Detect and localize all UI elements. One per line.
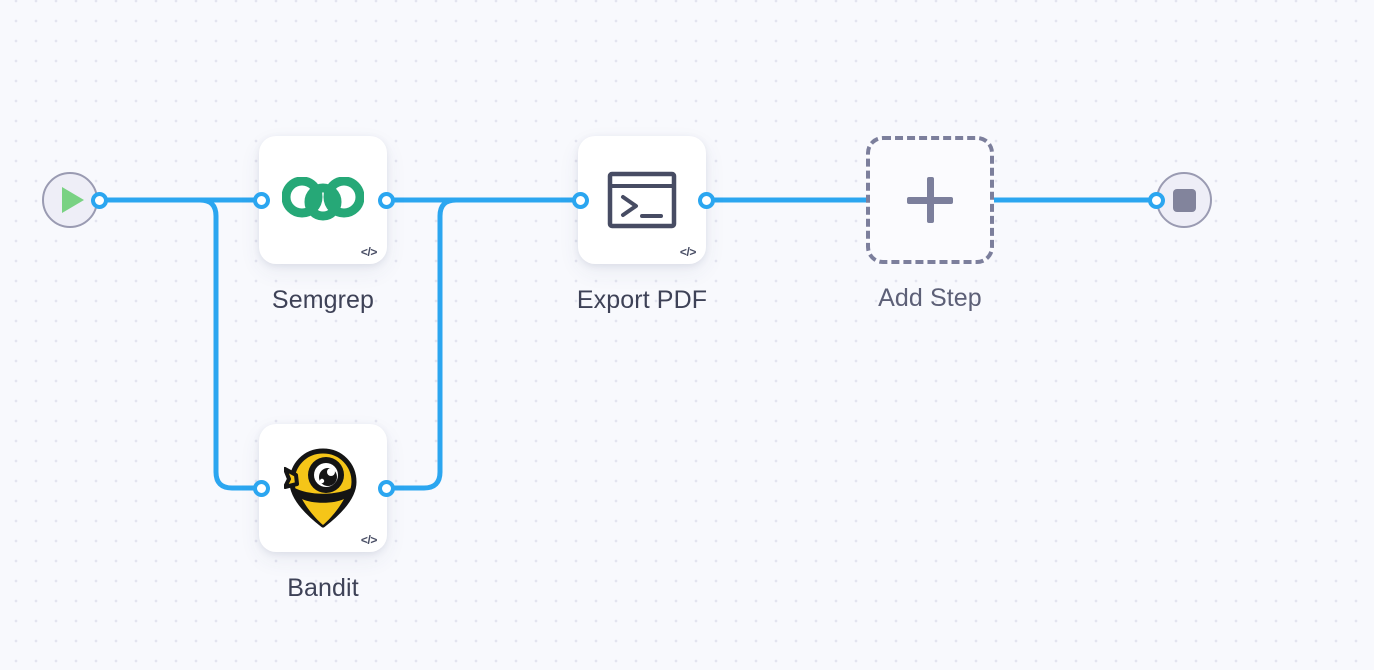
node-export-pdf[interactable]: </>	[578, 136, 706, 264]
port-export-out[interactable]	[697, 191, 715, 209]
port-end-in[interactable]	[1147, 191, 1165, 209]
node-export-pdf-label: Export PDF	[576, 286, 708, 314]
port-bandit-out[interactable]	[377, 479, 395, 497]
stop-icon	[1172, 188, 1196, 212]
code-badge-icon: </>	[360, 245, 378, 259]
play-icon	[61, 187, 84, 213]
node-add-step[interactable]	[866, 136, 994, 264]
port-export-in[interactable]	[571, 191, 589, 209]
terminal-icon	[607, 171, 677, 229]
node-bandit-label: Bandit	[287, 574, 359, 602]
plus-icon-vertical	[926, 177, 934, 223]
edge-start-to-bandit	[96, 197, 264, 491]
port-start-out[interactable]	[90, 191, 108, 209]
bandit-logo-icon	[284, 448, 357, 528]
port-semgrep-out[interactable]	[377, 191, 395, 209]
node-semgrep-label: Semgrep	[271, 286, 375, 314]
semgrep-logo-icon	[282, 177, 364, 221]
port-bandit-in[interactable]	[252, 479, 270, 497]
code-badge-icon: </>	[360, 533, 378, 547]
port-semgrep-in[interactable]	[252, 191, 270, 209]
node-bandit[interactable]: </>	[259, 424, 387, 552]
start-node[interactable]	[42, 172, 98, 228]
code-badge-icon: </>	[679, 245, 697, 259]
node-add-step-label: Add Step	[878, 284, 982, 312]
edge-bandit-to-export	[383, 197, 583, 491]
node-semgrep[interactable]: </>	[259, 136, 387, 264]
